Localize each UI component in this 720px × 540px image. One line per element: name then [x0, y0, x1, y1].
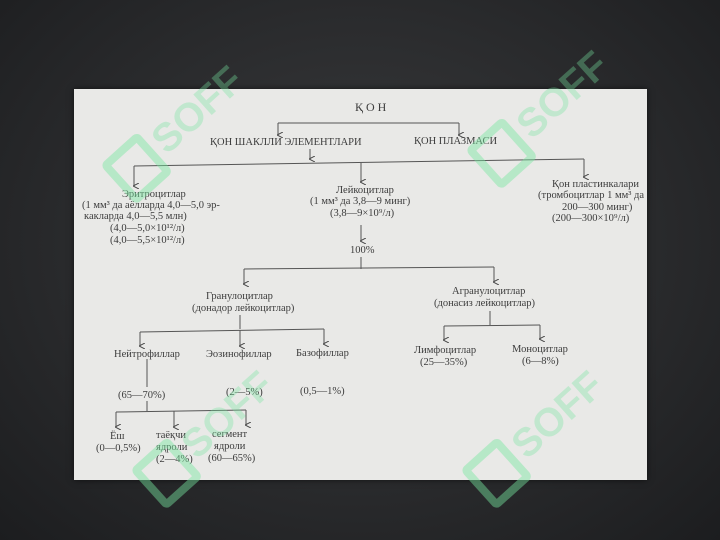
young-title: Ёш: [110, 431, 125, 442]
node-eosinophils: Эозинофиллар: [206, 349, 272, 360]
node-basophils: Базофиллар: [296, 348, 349, 359]
node-formed-elements: ҚОН ШАКЛЛИ ЭЛЕМЕНТЛАРИ: [210, 137, 362, 148]
diagram-frame: ҚОН ҚОН ШАКЛЛИ ЭЛЕМЕНТЛАРИ ҚОН ПЛАЗМАСИ …: [74, 89, 647, 480]
young-pct: (0—0,5%): [96, 443, 141, 454]
band-line-2: ядроли: [156, 442, 188, 453]
segmented-pct: (60—65%): [208, 453, 256, 464]
erythrocytes-line-2: какларда 4,0—5,5 млн): [84, 211, 187, 222]
leukocytes-percent: 100%: [350, 245, 375, 256]
granulocytes-title: Гранулоцитлар: [206, 291, 273, 302]
leukocytes-title: Лейкоцитлар: [336, 185, 394, 196]
node-plasma: ҚОН ПЛАЗМАСИ: [414, 136, 498, 147]
tree-connectors: [74, 122, 647, 480]
platelets-line-3: (200—300×10⁹/л): [552, 213, 630, 224]
band-pct: (2—4%): [156, 454, 193, 465]
lymphocytes-pct: (25—35%): [420, 357, 468, 368]
agranulocytes-title: Агранулоцитлар: [452, 286, 526, 297]
platelets-title: Қон пластинкалари: [552, 179, 639, 190]
node-neutrophils: Нейтрофиллар: [114, 349, 180, 360]
platelets-line-1: (тромбоцитлар 1 мм³ да: [538, 190, 645, 201]
neutrophils-pct: (65—70%): [118, 390, 166, 401]
erythrocytes-line-3: (4,0—5,0×10¹²/л): [110, 223, 185, 234]
erythrocytes-title: Эритроцитлар: [122, 189, 186, 200]
erythrocytes-line-4: (4,0—5,5×10¹²/л): [110, 235, 185, 246]
erythrocytes-line-1: (1 мм³ да аёлларда 4,0—5,0 эр-: [82, 200, 220, 211]
leukocytes-line-1: (1 мм³ да 3,8—9 минг): [310, 196, 411, 207]
platelets-line-2: 200—300 минг): [562, 202, 633, 213]
band-line-1: таёқчи: [156, 430, 187, 441]
node-blood: ҚОН: [355, 100, 390, 114]
lymphocytes-title: Лимфоцитлар: [414, 345, 477, 356]
segmented-line-1: сегмент: [212, 429, 248, 440]
monocytes-title: Моноцитлар: [512, 344, 568, 355]
segmented-line-2: ядроли: [214, 441, 246, 452]
leukocytes-line-2: (3,8—9×10⁹/л): [330, 208, 395, 219]
monocytes-pct: (6—8%): [522, 356, 559, 367]
agranulocytes-subtitle: (донасиз лейкоцитлар): [434, 298, 535, 309]
granulocytes-subtitle: (донадор лейкоцитлар): [192, 303, 295, 314]
basophils-pct: (0,5—1%): [300, 386, 345, 397]
eosinophils-pct: (2—5%): [226, 387, 263, 398]
